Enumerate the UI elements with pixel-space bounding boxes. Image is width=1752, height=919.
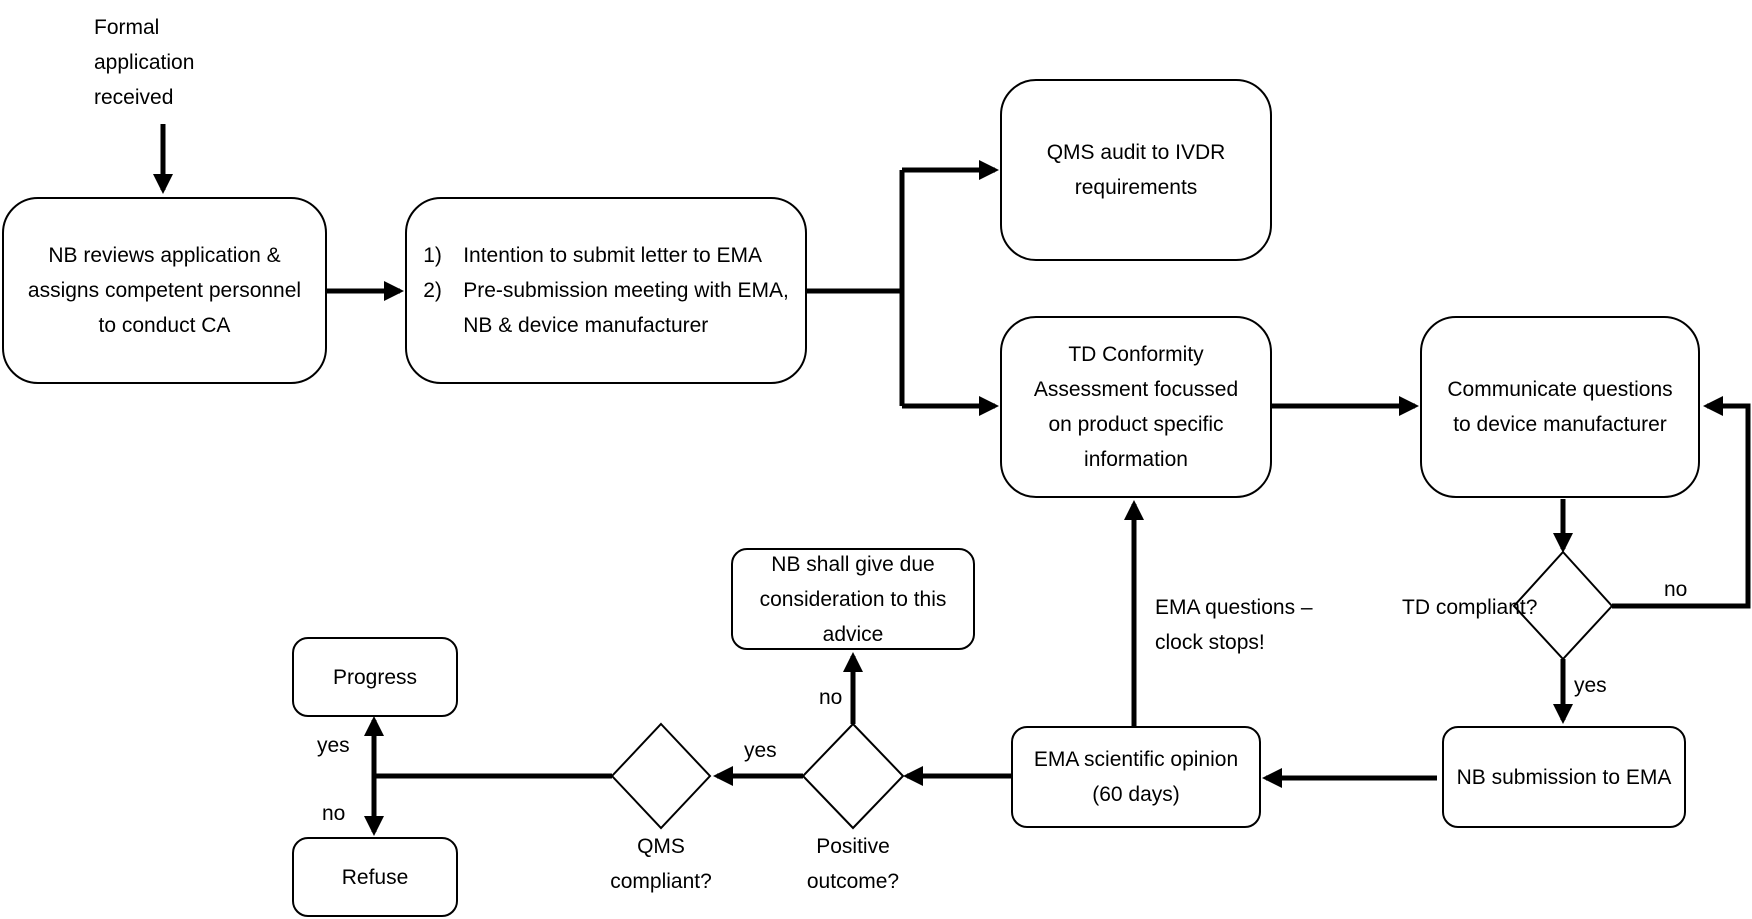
progress-box: Progress: [292, 637, 458, 717]
ema-opinion-box: EMA scientific opinion (60 days): [1011, 726, 1261, 828]
td-assessment-box: TD Conformity Assessment focussed on pro…: [1000, 316, 1272, 498]
step-item: 1)Intention to submit letter to EMA: [423, 244, 762, 267]
td-assessment-text: TD Conformity Assessment focussed on pro…: [1033, 343, 1239, 471]
refuse-text: Refuse: [341, 865, 409, 889]
nb-review-text: NB reviews application & assigns compete…: [27, 244, 302, 337]
arrow-tdcompliant-no-loop: [1612, 396, 1751, 609]
nb-review-box: NB reviews application & assigns compete…: [2, 197, 327, 384]
positive-yes-label: yes: [744, 739, 777, 762]
positive-outcome-diamond: [801, 722, 905, 830]
pre-submission-box: 1)Intention to submit letter to EMA 2)Pr…: [405, 197, 807, 384]
qms-compliant-label: QMS compliant?: [610, 835, 712, 893]
refuse-box: Refuse: [292, 837, 458, 917]
ema-opinion-text: EMA scientific opinion (60 days): [1033, 748, 1239, 806]
positive-no-label: no: [819, 686, 843, 709]
progress-text: Progress: [332, 665, 418, 689]
qms-no-label: no: [322, 802, 346, 825]
start-label: Formal application received: [94, 16, 195, 109]
ema-questions-label: EMA questions – clock stops!: [1155, 596, 1313, 654]
qms-yes-label: yes: [317, 734, 350, 757]
td-compliant-diamond: [1512, 550, 1614, 661]
connector-steps-branch: [807, 170, 905, 406]
communicate-box: Communicate questions to device manufact…: [1420, 316, 1700, 498]
td-yes-label: yes: [1574, 674, 1607, 697]
step-item: 2)Pre-submission meeting with EMA, NB & …: [423, 279, 789, 337]
positive-outcome-label: Positive outcome?: [806, 835, 900, 893]
qms-audit-text: QMS audit to IVDR requirements: [1046, 141, 1226, 199]
td-no-label: no: [1664, 578, 1688, 601]
pre-submission-steps: 1)Intention to submit letter to EMA 2)Pr…: [423, 238, 789, 343]
communicate-text: Communicate questions to device manufact…: [1447, 378, 1673, 436]
qms-compliant-diamond: [610, 722, 712, 830]
nb-consideration-text: NB shall give due consideration to this …: [759, 552, 947, 646]
nb-submission-box: NB submission to EMA: [1442, 726, 1686, 828]
td-compliant-label: TD compliant?: [1402, 596, 1538, 619]
nb-consideration-box: NB shall give due consideration to this …: [731, 548, 975, 650]
nb-submission-text: NB submission to EMA: [1456, 765, 1672, 789]
qms-audit-box: QMS audit to IVDR requirements: [1000, 79, 1272, 261]
